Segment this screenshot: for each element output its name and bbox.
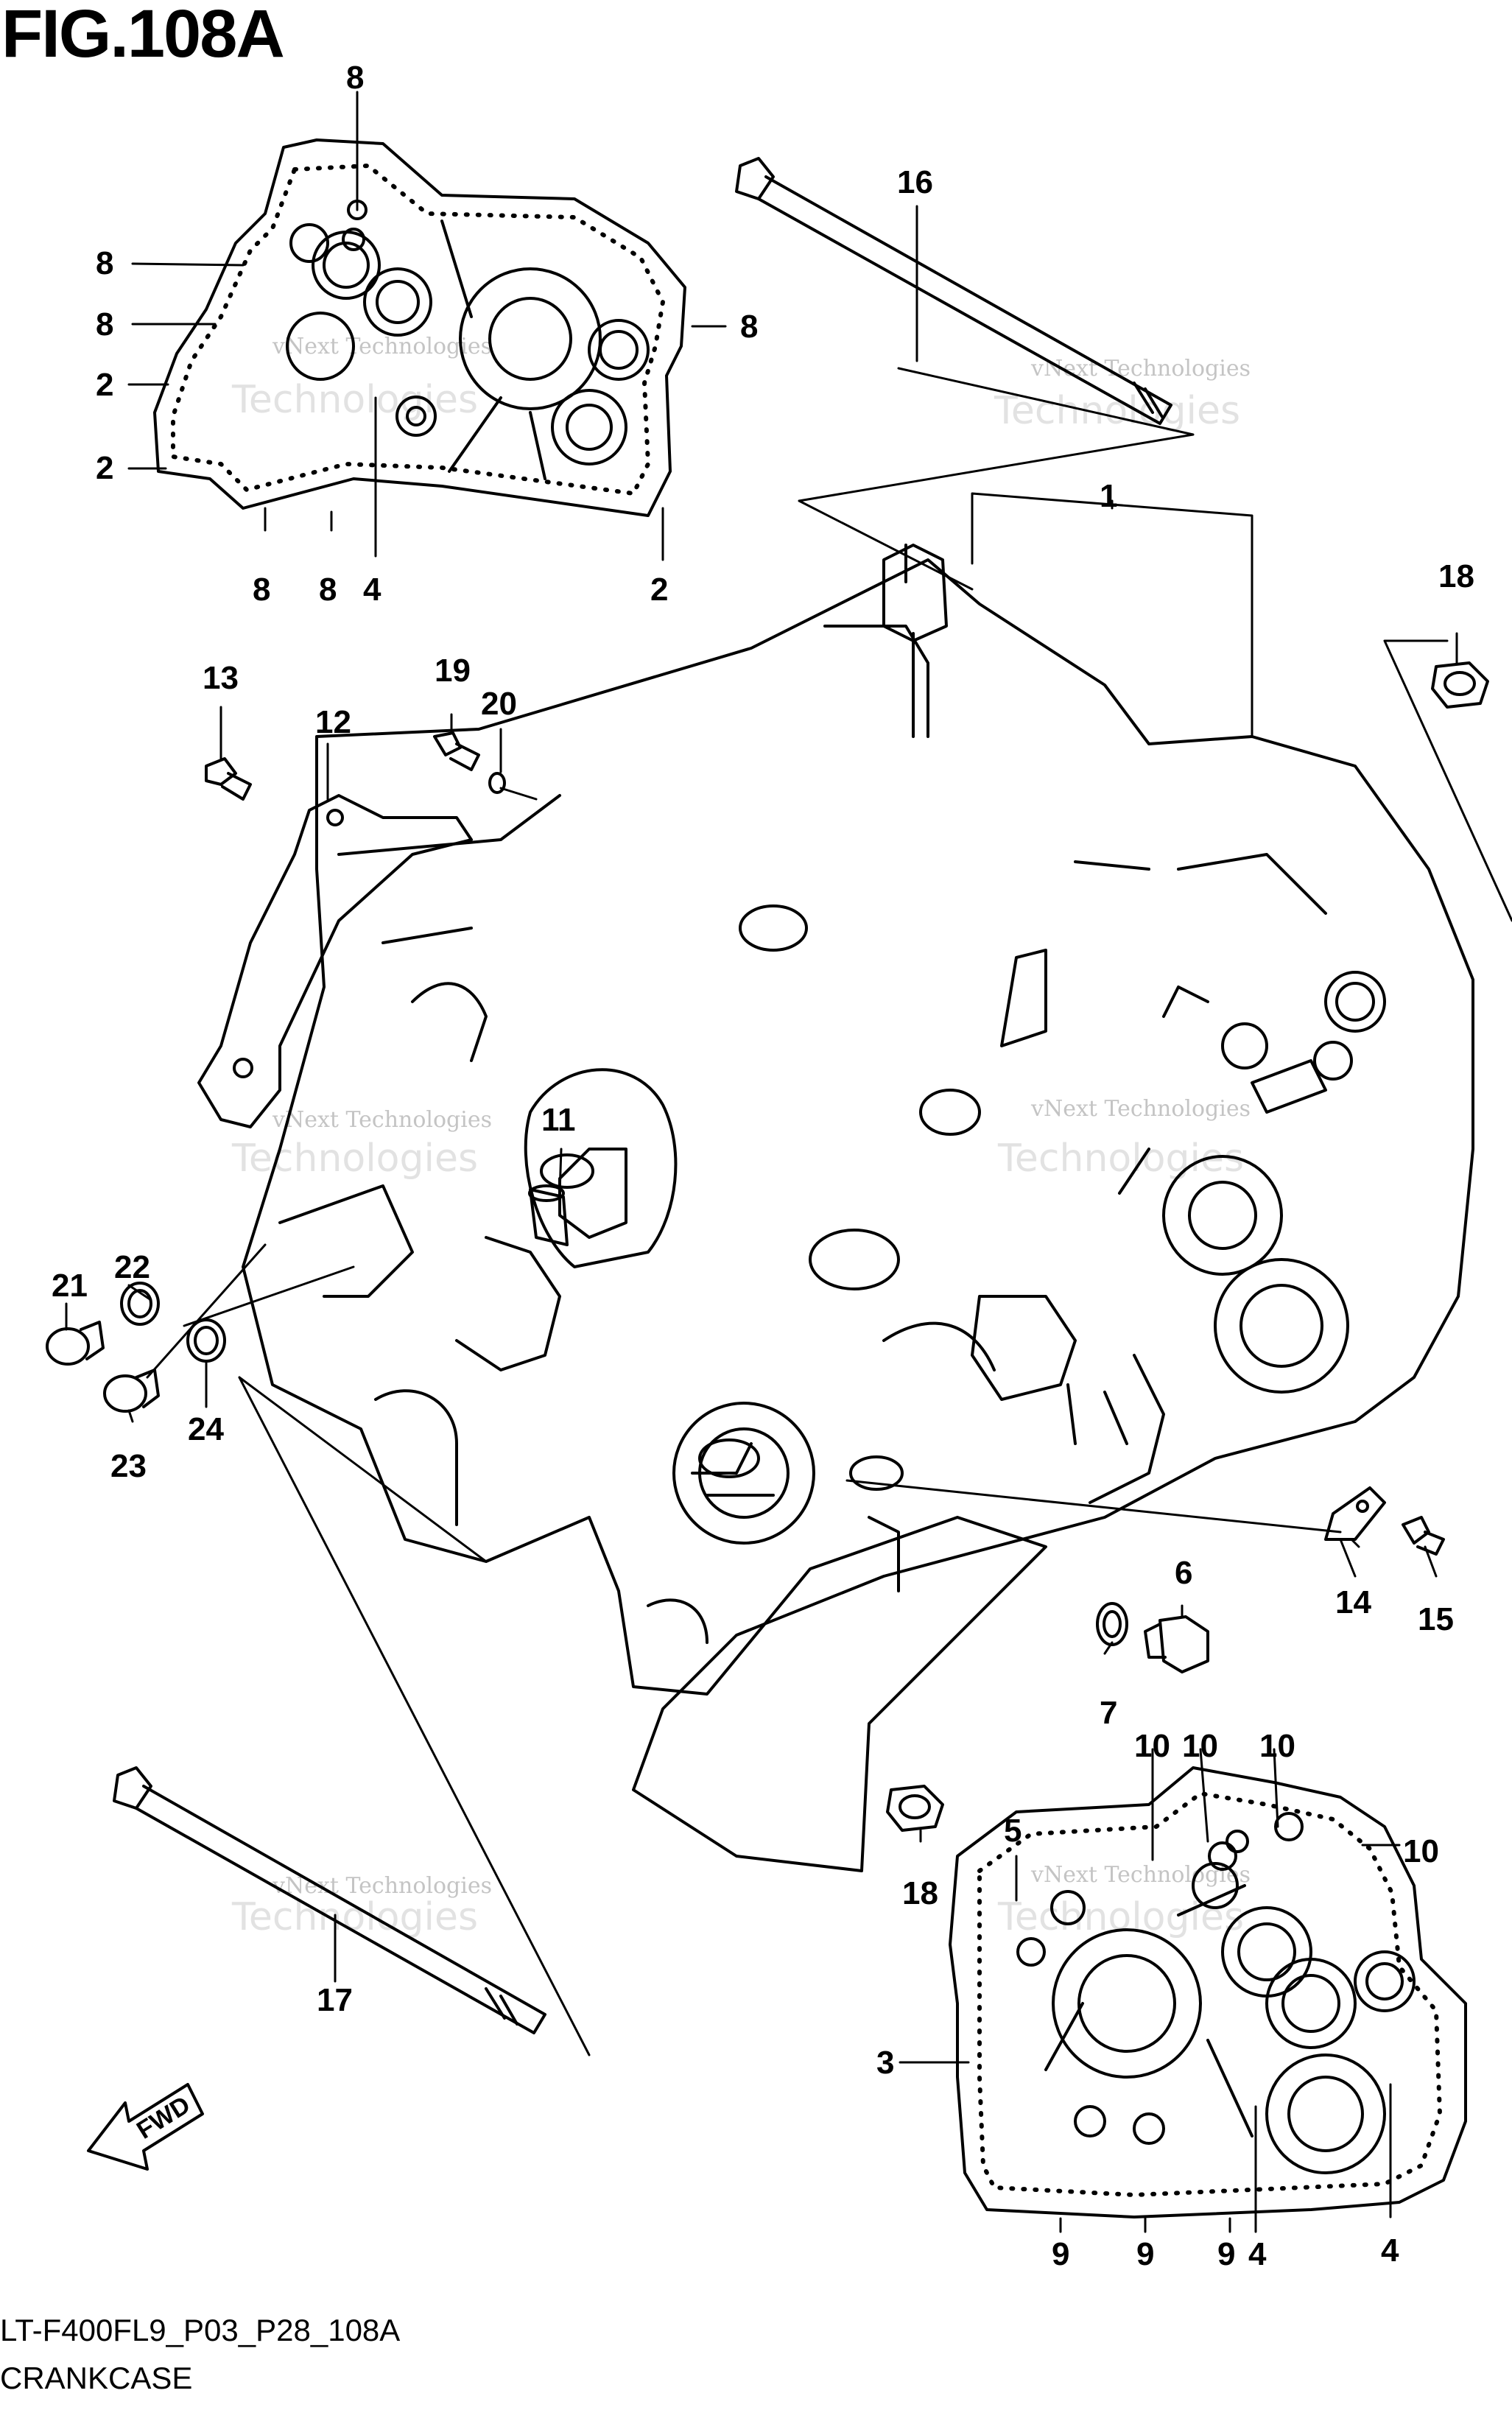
callout-2: 2: [96, 450, 113, 486]
crankcase-main-assembly: [242, 544, 1474, 1872]
crankcase-half-left-view: [153, 138, 686, 517]
callout-numbers: 8 8 8 8 2 2 8 8 4 2 16 1 18 13 19 20 12 …: [52, 60, 1474, 2272]
callout-9: 9: [1217, 2236, 1235, 2272]
figure-title: FIG.108A: [1, 0, 285, 71]
callout-1: 1: [1100, 478, 1117, 514]
callout-10: 10: [1403, 1833, 1439, 1869]
bracket-14: [1324, 1486, 1386, 1541]
bolt-15: [1402, 1516, 1445, 1556]
callout-14: 14: [1335, 1584, 1371, 1620]
watermark: Technologies vNext Technologies Technolo…: [231, 334, 1251, 1939]
svg-text:vNext Technologies: vNext Technologies: [1030, 1862, 1251, 1888]
callout-18: 18: [902, 1875, 938, 1911]
callout-16: 16: [897, 164, 933, 200]
callout-6: 6: [1175, 1555, 1192, 1591]
callout-8: 8: [96, 306, 113, 342]
drain-plug-6: [1144, 1615, 1209, 1673]
callout-22: 22: [114, 1249, 150, 1285]
callout-12: 12: [315, 704, 351, 740]
long-bolt-17: [113, 1766, 546, 2034]
o-ring-20: [488, 772, 506, 794]
callout-9: 9: [1052, 2236, 1069, 2272]
nut-18-top: [1431, 661, 1489, 709]
callout-24: 24: [188, 1411, 224, 1447]
svg-text:Technologies: Technologies: [231, 1137, 478, 1181]
callout-20: 20: [481, 686, 517, 722]
callout-19: 19: [435, 653, 471, 689]
svg-text:vNext Technologies: vNext Technologies: [272, 334, 492, 359]
callout-2: 2: [650, 572, 668, 608]
svg-text:vNext Technologies: vNext Technologies: [272, 1873, 492, 1899]
leader-lines: [65, 91, 1512, 2233]
dowel-11: [528, 1184, 569, 1246]
callout-10: 10: [1182, 1728, 1218, 1764]
callout-8: 8: [96, 245, 113, 281]
bolt-13: [205, 757, 252, 801]
fitting-19: [433, 731, 480, 771]
fwd-arrow: FWD: [87, 2083, 204, 2171]
callout-4: 4: [363, 572, 381, 608]
callout-17: 17: [317, 1982, 353, 2018]
callout-18: 18: [1438, 558, 1474, 594]
svg-text:vNext Technologies: vNext Technologies: [1030, 356, 1251, 382]
plug-21: [46, 1321, 105, 1366]
washer-7: [1096, 1602, 1128, 1646]
svg-text:Technologies: Technologies: [994, 389, 1240, 433]
nut-18-bottom: [886, 1785, 944, 1832]
callout-8: 8: [740, 309, 758, 345]
callout-13: 13: [203, 660, 239, 696]
washer-24: [186, 1318, 226, 1363]
crankcase-half-right-view: [949, 1766, 1467, 2218]
gasket-12: [197, 794, 473, 1128]
callout-3: 3: [876, 2045, 894, 2081]
callout-8: 8: [253, 572, 270, 608]
long-bolt-16: [735, 157, 1172, 425]
callout-5: 5: [1004, 1813, 1022, 1849]
footer-part-name: CRANKCASE: [0, 2361, 193, 2395]
svg-text:vNext Technologies: vNext Technologies: [1030, 1096, 1251, 1122]
callout-23: 23: [110, 1448, 147, 1484]
callout-15: 15: [1418, 1601, 1454, 1637]
callout-4: 4: [1248, 2236, 1267, 2272]
callout-9: 9: [1136, 2236, 1154, 2272]
svg-text:Technologies: Technologies: [231, 378, 478, 422]
plug-23: [103, 1369, 160, 1413]
callout-21: 21: [52, 1268, 88, 1304]
callout-7: 7: [1100, 1695, 1117, 1731]
callout-8: 8: [346, 60, 364, 96]
washer-22: [120, 1282, 160, 1326]
svg-text:vNext Technologies: vNext Technologies: [272, 1107, 492, 1133]
callout-8: 8: [319, 572, 337, 608]
callout-10: 10: [1259, 1728, 1295, 1764]
callout-10: 10: [1134, 1728, 1170, 1764]
callout-2: 2: [96, 367, 113, 403]
footer-figure-code: LT-F400FL9_P03_P28_108A: [0, 2313, 401, 2347]
callout-11: 11: [541, 1102, 576, 1138]
callout-4: 4: [1381, 2232, 1399, 2269]
